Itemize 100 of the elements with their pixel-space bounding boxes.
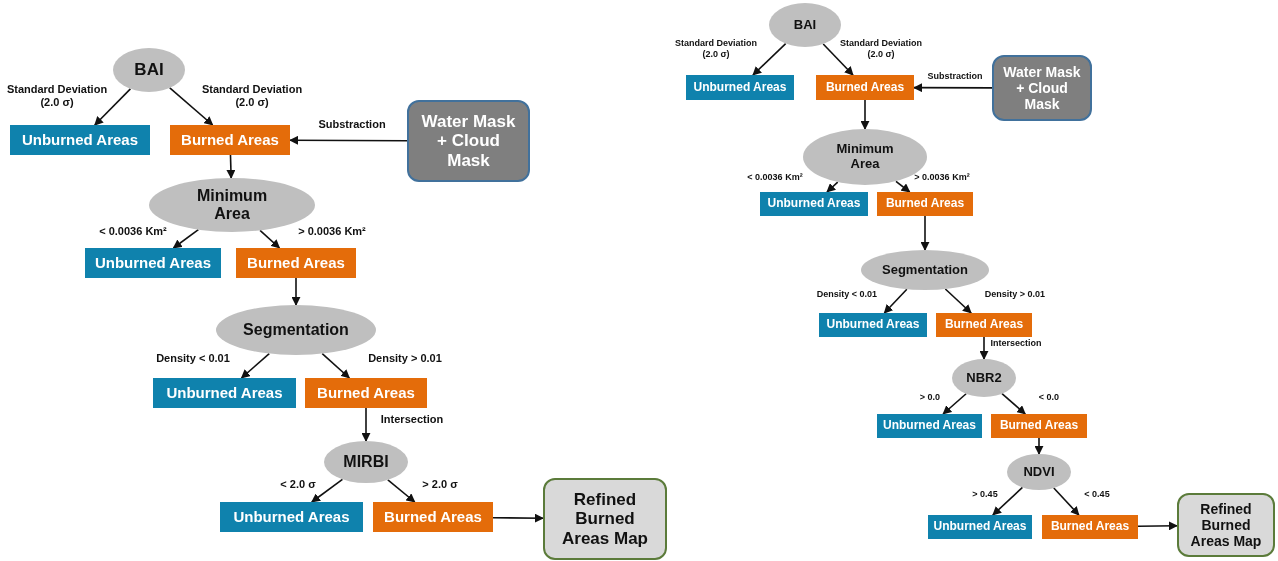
node-label: Water Mask + Cloud Mask [1002, 63, 1082, 113]
process-box [877, 192, 973, 216]
arrow [259, 229, 281, 249]
process-box [686, 75, 794, 100]
node-label: Segmentation [882, 262, 968, 278]
node-label: Water Mask + Cloud Mask [420, 111, 517, 171]
node-label: Burned Areas [384, 508, 482, 526]
input-box [992, 55, 1092, 121]
process-box [816, 75, 914, 100]
arrow [387, 479, 416, 503]
edge-label: Substraction [926, 71, 984, 82]
process-box [85, 248, 221, 278]
arrow [289, 135, 408, 145]
arrow [942, 392, 967, 415]
node-label: Segmentation [243, 320, 349, 340]
arrow [1053, 487, 1080, 516]
arrow [361, 407, 371, 442]
process-box [305, 378, 427, 408]
edge-label: < 2.0 σ [279, 478, 317, 492]
arrow [822, 43, 854, 76]
arrow [913, 83, 993, 93]
edge-label: > 0.45 [971, 489, 999, 500]
edge-label: Standard Deviation (2.0 σ) [5, 83, 109, 110]
arrow [992, 486, 1024, 516]
input-box [407, 100, 530, 182]
arrow [826, 181, 839, 193]
node-label: Burned Areas [317, 384, 415, 402]
node-label: MIRBI [343, 452, 389, 472]
edge-label: Standard Deviation (2.0 σ) [674, 38, 758, 60]
arrow [172, 228, 200, 249]
edge-label: Intersection [989, 338, 1043, 349]
arrow [883, 288, 908, 314]
node-label: Refined Burned Areas Map [1189, 500, 1263, 550]
node-label: Unburned Areas [693, 80, 787, 95]
node-label: NDVI [1023, 464, 1055, 480]
edge-label: < 0.0 [1037, 392, 1061, 403]
process-box [220, 502, 363, 532]
edge-label: Density < 0.01 [815, 289, 879, 300]
output-box [1177, 493, 1275, 557]
process-box [153, 378, 296, 408]
arrow [1034, 437, 1044, 455]
node-label: Burned Areas [1050, 520, 1130, 534]
process-box [373, 502, 493, 532]
node-label: Burned Areas [999, 419, 1079, 433]
node-label: Minimum Area [195, 186, 269, 224]
arrow [895, 180, 911, 193]
arrow [311, 478, 344, 503]
node-label: Burned Areas [944, 318, 1024, 332]
process-box [936, 313, 1032, 337]
process-box [991, 414, 1087, 438]
node-label: Unburned Areas [166, 384, 283, 402]
edge-label: Density > 0.01 [983, 289, 1047, 300]
arrow [979, 336, 989, 360]
arrow [321, 352, 351, 379]
node-label: Unburned Areas [933, 520, 1027, 534]
process-box [760, 192, 868, 216]
node-label: Unburned Areas [21, 131, 139, 149]
edge-label: < 0.45 [1083, 489, 1111, 500]
node-label: Minimum Area [835, 142, 895, 172]
arrow [169, 87, 214, 126]
arrow [226, 154, 236, 179]
arrow [291, 277, 301, 306]
output-box [543, 478, 667, 560]
edge-label: > 0.0036 Km² [297, 225, 367, 239]
node-label: Burned Areas [181, 131, 279, 149]
process-box [877, 414, 982, 438]
node-label: Unburned Areas [233, 508, 350, 526]
arrow [944, 288, 972, 314]
arrow [860, 99, 870, 130]
process-box [236, 248, 356, 278]
arrow [1137, 521, 1178, 531]
node-label: BAI [793, 17, 817, 33]
node-label: Unburned Areas [826, 318, 920, 332]
arrow [920, 215, 930, 251]
edge-label: < 0.0036 Km² [98, 225, 168, 239]
process-box [170, 125, 290, 155]
edge-label: Substraction [317, 118, 387, 132]
edge-label: > 0.0 [918, 392, 942, 403]
arrow [94, 88, 132, 126]
node-label: Burned Areas [825, 80, 905, 95]
edge-label: Standard Deviation (2.0 σ) [200, 83, 304, 110]
arrow [752, 42, 787, 76]
edge-label: Density < 0.01 [155, 352, 231, 366]
arrow [240, 352, 271, 379]
node-label: Burned Areas [247, 254, 345, 272]
node-label: Refined Burned Areas Map [561, 489, 649, 549]
edge-label: < 0.0036 Km² [746, 172, 804, 183]
edge-label: Intersection [379, 413, 445, 427]
node-label: BAI [134, 60, 164, 80]
edge-label: > 0.0036 Km² [913, 172, 971, 183]
node-label: Unburned Areas [94, 254, 212, 272]
process-box [1042, 515, 1138, 539]
edge-label: > 2.0 σ [421, 478, 459, 492]
edge-label: Standard Deviation (2.0 σ) [839, 38, 923, 60]
node-label: NBR2 [966, 370, 1002, 386]
node-label: Unburned Areas [767, 197, 861, 211]
node-label: Burned Areas [885, 197, 965, 211]
node-label: Unburned Areas [883, 419, 976, 433]
arrow [1001, 392, 1027, 415]
process-box [928, 515, 1032, 539]
